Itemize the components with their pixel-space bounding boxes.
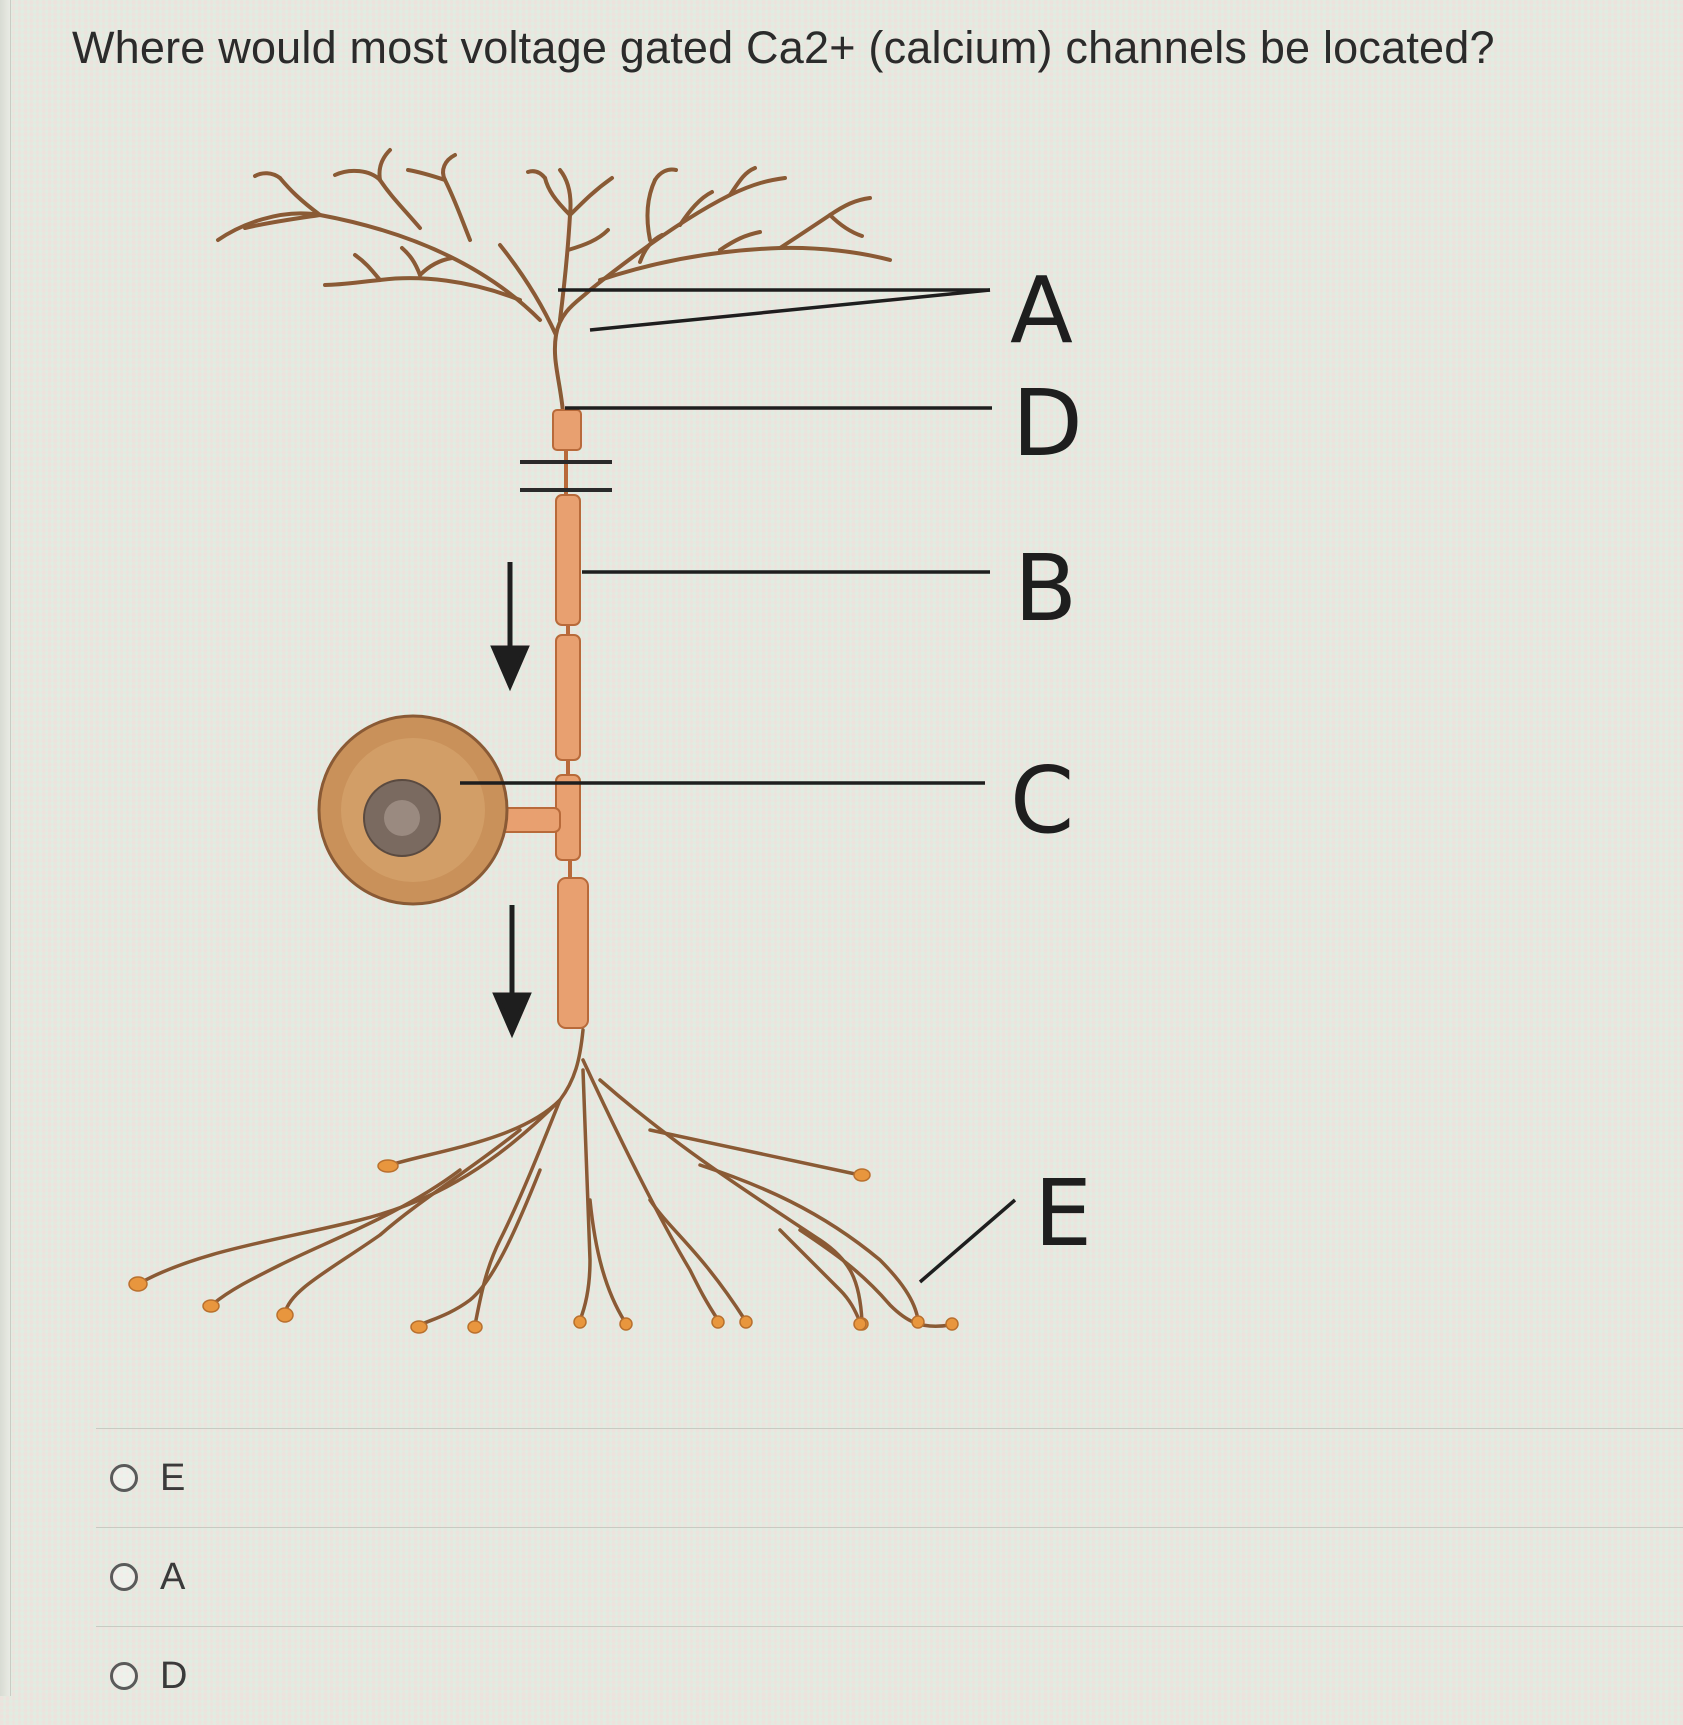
option-e[interactable]: E [96, 1428, 1683, 1527]
axon [552, 409, 589, 1029]
option-label: A [160, 1555, 186, 1598]
neuron-diagram: A D B C E [128, 148, 1092, 1334]
radio-button-icon[interactable] [110, 1464, 138, 1492]
page-left-border [0, 0, 11, 1696]
label-b: B [1014, 535, 1077, 642]
option-a[interactable]: A [96, 1527, 1683, 1626]
label-c: C [1010, 747, 1074, 854]
label-a: A [1010, 257, 1073, 364]
axon-break-marks [520, 460, 612, 492]
cell-body [317, 714, 561, 906]
letter-labels: A D B C E [1010, 257, 1092, 1267]
terminal-boutons [128, 1159, 959, 1334]
question-text: Where would most voltage gated Ca2+ (cal… [72, 22, 1495, 73]
direction-arrows [490, 562, 532, 1039]
label-lines [460, 288, 1017, 1284]
dendritic-tree [216, 148, 892, 414]
radio-button-icon[interactable] [110, 1662, 138, 1690]
axon-terminals [138, 1028, 952, 1328]
label-d: D [1012, 370, 1083, 477]
option-label: E [160, 1456, 186, 1499]
radio-button-icon[interactable] [110, 1563, 138, 1591]
label-e: E [1034, 1160, 1092, 1267]
option-label: D [160, 1654, 188, 1697]
option-d[interactable]: D [96, 1626, 1683, 1725]
answer-options: E A D [96, 1428, 1683, 1725]
